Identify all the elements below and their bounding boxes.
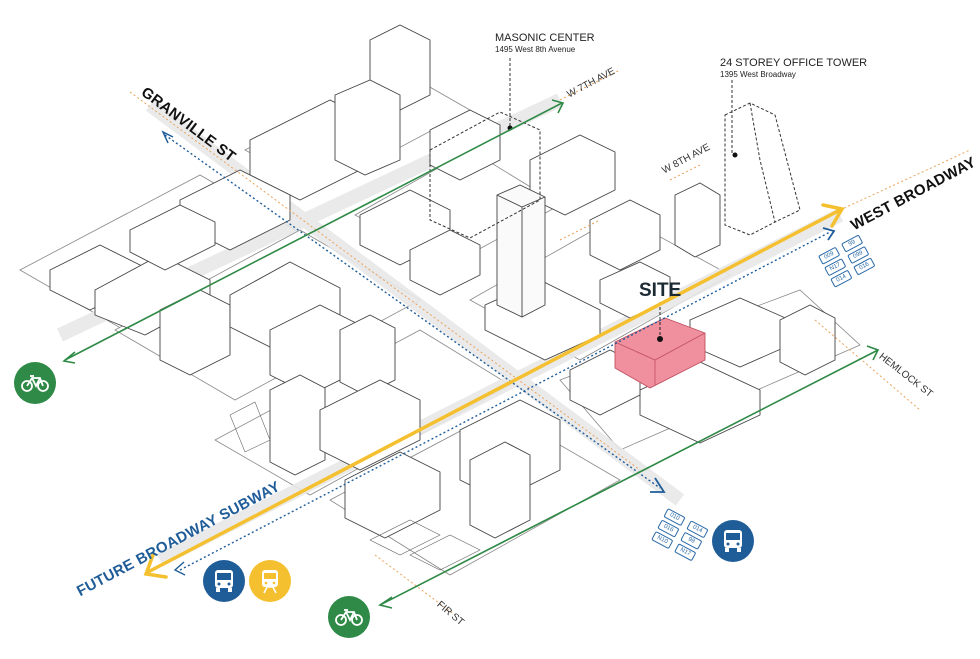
office-tower-address: 1395 West Broadway: [720, 70, 796, 79]
bicycle-icon: [14, 362, 56, 404]
bicycle-icon: [328, 596, 370, 638]
train-icon: [249, 560, 291, 602]
bus-arrow-granville-down: [650, 477, 666, 493]
office-tower-marker: [732, 152, 738, 158]
bus-arrow-broadway-east: [822, 227, 836, 241]
masonic-center-address: 1495 West 8th Avenue: [495, 45, 576, 54]
bike-routes: [62, 99, 880, 609]
bus-icon: [712, 520, 754, 562]
masonic-center-title: MASONIC CENTER: [495, 32, 595, 44]
bus-icon: [203, 560, 245, 602]
bus-arrow-granville-up: [161, 130, 174, 144]
office-tower-label: 24 STOREY OFFICE TOWER 1395 West Broadwa…: [720, 57, 867, 80]
office-tower-title: 24 STOREY OFFICE TOWER: [720, 57, 868, 69]
street-center-lines: [129, 69, 971, 616]
bus-arrow-broadway-west: [173, 561, 186, 576]
bus-routes: [164, 134, 831, 571]
masonic-center-outline: [429, 58, 541, 239]
masonic-center-label: MASONIC CENTER 1495 West 8th Avenue: [495, 32, 595, 55]
subway-line: [143, 203, 845, 579]
site-label: SITE: [639, 280, 682, 301]
hatched-plazas: [229, 401, 481, 571]
office-tower-outline: [724, 80, 801, 236]
